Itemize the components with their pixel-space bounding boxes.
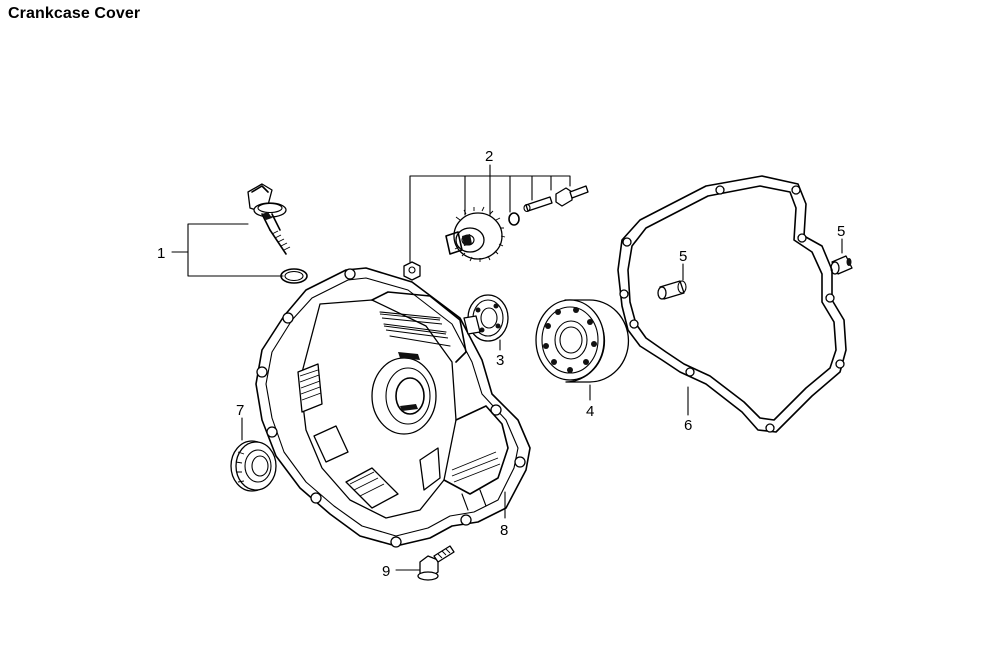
crankcase-gasket [617,175,847,433]
crankcase-cover [255,267,531,548]
callout-5a: 5 [679,248,687,265]
callout-3: 3 [496,352,504,369]
gasket-bolt-holes [619,185,845,433]
governor-assembly [403,185,589,281]
callout-8: 8 [500,522,508,539]
governor-nut [403,261,421,281]
governor-gear [445,206,506,262]
oil-seal [230,440,277,492]
flange-bolt [417,545,455,581]
large-ball-bearing [535,299,630,383]
callout-9: 9 [382,563,390,580]
callout-6: 6 [684,417,692,434]
governor-washer [508,212,520,226]
callout-7: 7 [236,402,244,419]
leader-lines [171,164,843,571]
cover-windows [297,363,441,509]
page-title: Crankcase Cover [8,5,141,22]
callout-labels: 1 2 3 4 5 5 6 7 8 9 [157,148,845,580]
dowel-pin-a [657,280,687,300]
governor-bolt [555,185,589,207]
callout-1: 1 [157,245,165,262]
o-ring [280,268,308,284]
governor-pin [523,196,553,213]
cover-bolt-bosses [256,268,526,548]
callout-2: 2 [485,148,493,165]
oil-filler-cap [247,183,291,255]
dowel-pin-b [830,255,853,275]
callout-5b: 5 [837,223,845,240]
callout-4: 4 [586,403,594,420]
